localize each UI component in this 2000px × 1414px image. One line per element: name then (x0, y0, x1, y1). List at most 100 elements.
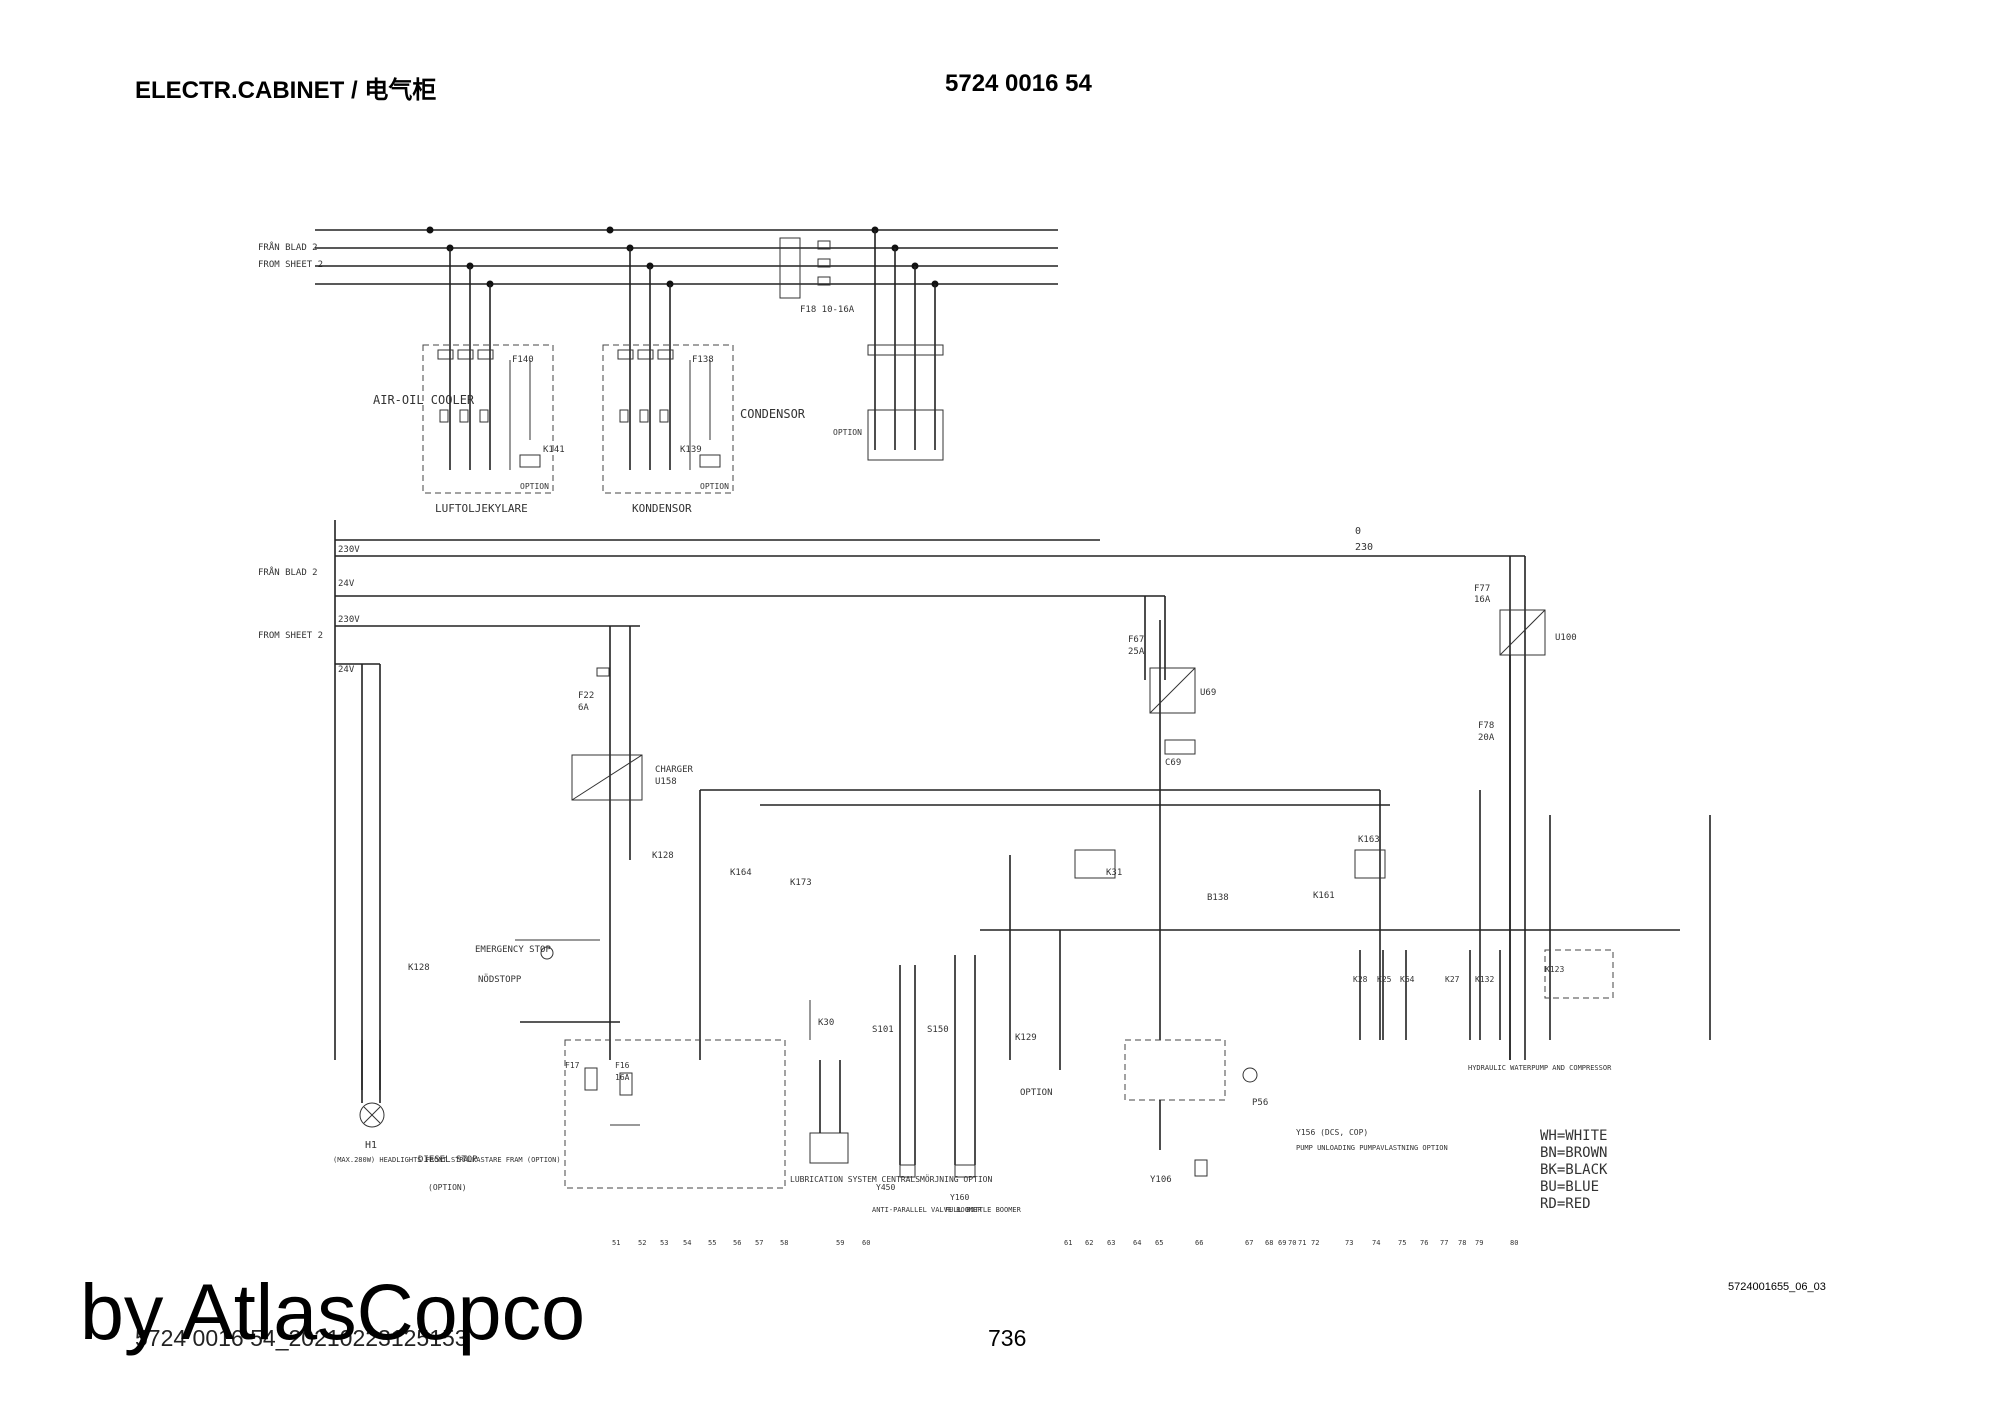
k139-label: K139 (680, 445, 702, 455)
k64-label: K64 (1400, 975, 1415, 984)
b138-label: B138 (1207, 893, 1229, 903)
terminal-number: 80 (1510, 1239, 1518, 1247)
terminal-number: 57 (755, 1239, 763, 1247)
v230-a-label: 230V (338, 545, 360, 555)
f78-label: F78 (1478, 721, 1494, 731)
hydraulic-label: HYDRAULIC WATERPUMP AND COMPRESSOR (1468, 1064, 1612, 1072)
k30-f16-circuit (564, 1000, 849, 1189)
terminal-number: 76 (1420, 1239, 1428, 1247)
u69-label: U69 (1200, 688, 1216, 698)
option-box-circuit (867, 230, 944, 461)
k173-label: K173 (790, 878, 812, 888)
f18-label: F18 10-16A (800, 305, 855, 315)
k132-label: K132 (1475, 975, 1494, 984)
y450-desc: ANTI-PARALLEL VALVE BOOMER (872, 1206, 982, 1214)
terminal-number: 64 (1133, 1239, 1141, 1247)
f18-fuse-block (779, 237, 831, 299)
terminal-number: 63 (1107, 1239, 1115, 1247)
page-title-right: 5724 0016 54 (945, 70, 1092, 97)
bottom-terminals: 51 52 53 54 55 56 57 58 59 60 61 62 63 6… (612, 1239, 1518, 1247)
color-legend-item: BK=BLACK (1540, 1162, 1608, 1178)
condenser-circuit (602, 248, 734, 494)
color-legend-item: BU=BLUE (1540, 1179, 1599, 1195)
emergency-stop-label: EMERGENCY STOP (475, 945, 551, 955)
air-oil-cooler-label: AIR-OIL COOLER (373, 393, 475, 407)
k30-label: K30 (818, 1018, 834, 1028)
terminal-number: 54 (683, 1239, 691, 1247)
f17-label: F17 (565, 1061, 580, 1070)
diesel-stop-option: (OPTION) (428, 1183, 467, 1192)
f22-rating: 6A (578, 703, 589, 713)
terminal-number: 66 (1195, 1239, 1203, 1247)
control-bus (699, 789, 1711, 1060)
terminal-number: 70 (1288, 1239, 1296, 1247)
h1-desc: (MAX.280W) HEADLIGHTS FRONT STRÅLKASTARE… (333, 1155, 561, 1164)
f140-label: F140 (512, 355, 534, 365)
terminal-number: 69 (1278, 1239, 1286, 1247)
diesel-stop-label: DIESEL STOP (418, 1155, 478, 1165)
f16-label: F16 (615, 1061, 630, 1070)
emergency-stop-label-sv: NÖDSTOPP (478, 974, 522, 985)
color-legend-item: WH=WHITE (1540, 1128, 1607, 1144)
terminal-number: 75 (1398, 1239, 1406, 1247)
air-oil-cooler-label-sv: LUFTOLJEKYLARE (435, 502, 528, 515)
v24-b-label: 24V (338, 665, 355, 675)
u100-circuit (1499, 609, 1546, 1060)
v230-b-label: 230V (338, 615, 360, 625)
terminal-number: 65 (1155, 1239, 1163, 1247)
lubrication-label: LUBRICATION SYSTEM CENTRALSMÖRJNING OPTI… (790, 1174, 992, 1184)
k129-label: K129 (1015, 1033, 1037, 1043)
feed-label-en: FROM SHEET 2 (258, 260, 323, 270)
k129-option-label: OPTION (1020, 1088, 1053, 1098)
f138-label: F138 (692, 355, 714, 365)
terminal-number: 72 (1311, 1239, 1319, 1247)
terminal-number: 68 (1265, 1239, 1273, 1247)
y156-label: Y156 (DCS, COP) (1296, 1128, 1368, 1137)
color-legend-item: RD=RED (1540, 1196, 1591, 1212)
k128b-label: K128 (408, 963, 430, 973)
k141-label: K141 (543, 445, 565, 455)
air-oil-option-label: OPTION (520, 482, 549, 491)
y450-label: Y450 (876, 1183, 895, 1192)
terminal-number: 78 (1458, 1239, 1466, 1247)
terminal-number: 61 (1064, 1239, 1072, 1247)
terminal-number: 53 (660, 1239, 668, 1247)
f67-rating: 25A (1128, 647, 1145, 657)
color-legend: WH=WHITE BN=BROWN BK=BLACK BU=BLUE RD=RE… (1540, 1128, 1608, 1212)
condenser-option-label: OPTION (700, 482, 729, 491)
k123-label: K123 (1545, 965, 1564, 974)
right-relay-bank (1359, 949, 1614, 1040)
k28-label: K28 (1353, 975, 1368, 984)
f77-rating: 16A (1474, 595, 1491, 605)
k27-label: K27 (1445, 975, 1460, 984)
s150-label: S150 (927, 1025, 949, 1035)
k31-label: K31 (1106, 868, 1122, 878)
k129-p56-circuit (1059, 930, 1258, 1177)
boomer-valve-circuit (899, 955, 976, 1178)
terminal-number: 51 (612, 1239, 620, 1247)
from-sheet-sv: FRÅN BLAD 2 (258, 566, 318, 578)
document-id: 5724 0016 54_20210223125153 (135, 1325, 468, 1351)
k128a-label: K128 (652, 851, 674, 861)
terminal-number: 77 (1440, 1239, 1448, 1247)
y160-desc: FULL BOTTLE BOOMER (945, 1206, 1022, 1214)
charger-label: CHARGER (655, 765, 694, 775)
condenser-label: CONDENSOR (740, 407, 806, 421)
air-oil-cooler-circuit (422, 248, 554, 494)
k164-label: K164 (730, 868, 752, 878)
c69-label: C69 (1165, 758, 1181, 768)
terminal-number: 73 (1345, 1239, 1353, 1247)
condenser-label-sv: KONDENSOR (632, 502, 692, 515)
figure-reference: 5724001655_06_03 (1728, 1281, 1826, 1293)
u69-circuit (1149, 620, 1196, 1040)
from-sheet-en: FROM SHEET 2 (258, 631, 323, 641)
terminal-number: 67 (1245, 1239, 1253, 1247)
terminal-number: 79 (1475, 1239, 1483, 1247)
f16-rating: 16A (615, 1073, 630, 1082)
line-230-label: 230 (1355, 542, 1373, 553)
feed-label-sv: FRÅN BLAD 2 (258, 241, 318, 253)
terminal-number: 55 (708, 1239, 716, 1247)
s101-label: S101 (872, 1025, 894, 1035)
charger-id: U158 (655, 777, 677, 787)
